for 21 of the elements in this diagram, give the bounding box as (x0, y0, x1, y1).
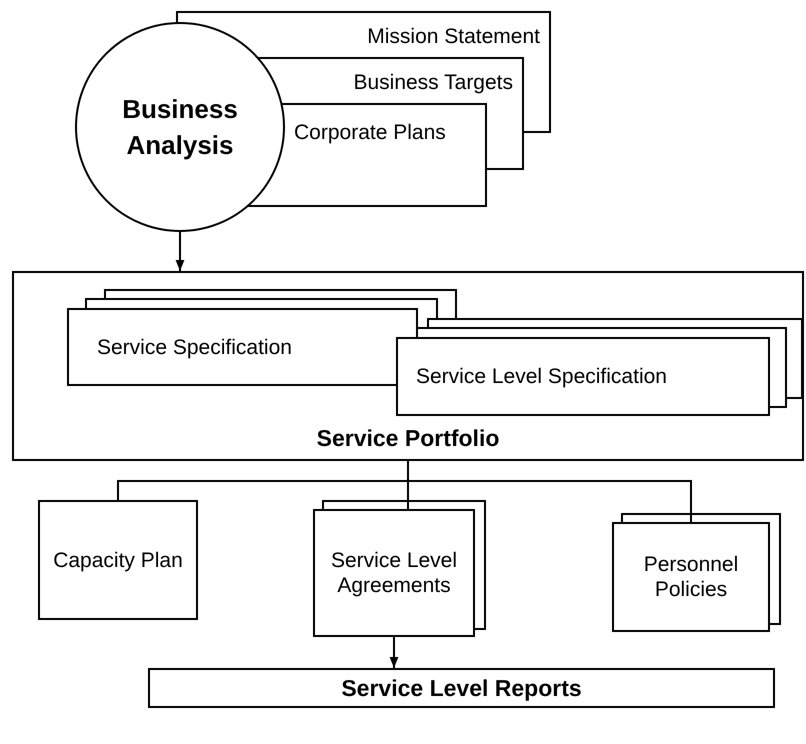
box-label: Mission Statement (367, 24, 540, 48)
box-label: Service Level Agreements (330, 548, 458, 598)
document-box (38, 500, 198, 620)
process-label: Business Analysis (121, 93, 239, 162)
arrow (390, 637, 398, 668)
box-label: Corporate Plans (294, 120, 446, 145)
document-box (67, 308, 418, 386)
document-box (313, 509, 475, 637)
box-label: Capacity Plan (53, 548, 183, 572)
box-label: Service Specification (97, 334, 292, 360)
group-box (12, 271, 804, 461)
document-box (396, 337, 770, 416)
box-label: Business Targets (353, 70, 513, 94)
connector-line (407, 461, 692, 522)
document-box (612, 522, 770, 632)
box-title: Service Portfolio (316, 424, 500, 453)
box-label: Personnel Policies (642, 552, 740, 602)
document-box (148, 668, 775, 708)
arrow (176, 232, 184, 271)
box-title: Service Level Reports (341, 674, 582, 703)
box-label: Service Level Specification (416, 364, 667, 389)
